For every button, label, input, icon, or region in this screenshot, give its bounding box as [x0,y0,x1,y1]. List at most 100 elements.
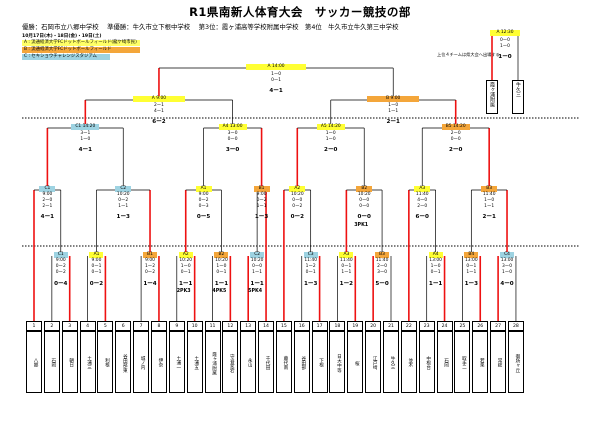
match-header: A 9:00 [132,96,185,102]
match-header: A 14:00 [246,64,307,70]
team-number: 12 [222,321,239,331]
team-number: 3 [61,321,78,331]
match-score: 1ー1 [179,281,193,287]
match-header: B4 [464,252,479,258]
match-header: B2 [214,252,229,258]
match-score: 0ー2 [290,214,304,220]
match-period-2: 1ー1 [466,270,477,275]
match-period-2: 0ー0 [227,137,238,142]
team-name: 牛久三 [383,331,399,393]
team-name: 御所ヶ丘 [507,331,524,393]
team-number: 5 [97,321,114,331]
match-header: B2 [356,186,373,192]
match-score: 4ー1 [269,88,283,94]
team-name: 土浦一 [168,331,185,393]
tournament-dates: 10月17日(木)・18日(金)・19日(土) [22,34,102,39]
match-header: B3 [481,186,498,192]
match-score: 0ー5 [196,214,211,220]
match-score: 1ー4 [143,281,157,287]
match-score: 6ー0 [415,214,429,220]
team-number: 26 [472,321,489,331]
third-place-team-name: 霞ヶ浦附属 [489,82,495,107]
match-period-2: 1ー0 [500,44,510,49]
match-score: 2ー0 [449,147,463,153]
match-time: 11:40 [304,258,317,263]
match-period-1: 0ー0 [359,198,370,203]
match-period-1: 4ー0 [417,198,428,203]
match-period-1: 3ー1 [80,131,91,136]
match-period-1: 3ー0 [502,264,512,269]
match-score: 4ー0 [500,281,514,287]
third-place-team-name: 牛久三 [515,82,521,97]
team-number: 4 [79,321,96,331]
match-header: A4 [428,252,443,258]
match-period-2: 1ー1 [252,270,263,275]
pk-score: 5PK4 [248,289,263,294]
match-score: 1ー1 [214,281,229,287]
team-name: 中根台 [418,331,435,393]
match-header: B1 [143,252,158,258]
match-score: 0ー2 [89,281,104,287]
team-number: 18 [329,321,346,331]
team-name: 日大中等 [329,331,346,393]
match-time: 9:00 [256,192,267,197]
match-period-1: 1ー2 [145,264,155,269]
match-header: A1 [195,186,212,192]
venue-legend-b: B : 流通経済大学FCドットボールフィールド [22,47,140,53]
match-time: 10:20 [250,258,264,263]
team-name: 朝日 [61,331,78,393]
match-header: C1 14:20 [71,124,100,130]
team-name: 永山 [240,331,257,393]
match-period-1: 1ー0 [484,198,495,203]
team-name: 桜 [347,331,364,393]
match-score: 4ー1 [40,214,55,220]
match-header: C3 [303,252,318,258]
team-number: 27 [490,321,507,331]
team-name: 千代田 [258,331,275,393]
match-period-1: 2ー1 [153,103,164,108]
team-name: 八郷 [26,331,42,393]
team-name: 石岡 [436,331,453,393]
team-name: 土浦五 [186,331,203,393]
team-name: 常総 [490,331,507,393]
team-name: 利根 [97,331,114,393]
match-score: 0ー0 [357,214,371,220]
team-name: 下根 [311,331,328,393]
match-period-2: 3ー0 [377,270,388,275]
team-number: 24 [436,321,453,331]
match-time: 9:00 [91,258,102,263]
match-period-1: 1ー0 [430,264,441,269]
match-period-2: 1ー1 [484,204,495,209]
match-period-2: 1ー0 [502,270,512,275]
match-period-1: 2ー0 [377,264,388,269]
match-header: A5 14:20 [316,124,345,130]
match-score: 2ー0 [324,147,338,153]
pk-score: 4PK5 [212,289,227,294]
match-score: 4ー1 [78,147,92,153]
match-header: A3 [414,186,431,192]
match-period-2: 1ー1 [341,270,352,275]
match-header: C2 [250,252,265,258]
match-period-2: 0ー1 [91,270,102,275]
team-name: 土浦三 [79,331,96,393]
match-score: 1ー1 [428,281,443,287]
team-number: 25 [454,321,471,331]
match-score: 6ー2 [152,119,166,125]
match-time: 10:20 [215,258,228,263]
match-period-1: 1ー0 [180,264,191,269]
match-time: 9:00 [42,192,53,197]
team-name: 若栗 [472,331,489,393]
match-time: 11:40 [482,192,496,197]
match-period-2: 2ー0 [417,204,428,209]
match-period-1: 0ー2 [256,198,267,203]
match-score: 1ー3 [303,281,318,287]
team-name: 江戸崎 [365,331,382,393]
match-period-2: 1ー1 [118,204,129,209]
match-header: C2 [115,186,132,192]
team-number: 6 [115,321,132,331]
match-time: 11:40 [415,192,429,197]
team-name: 霞ヶ浦附属 [204,331,221,393]
match-period-2: 0ー1 [180,270,191,275]
match-period-1: 3ー0 [227,131,238,136]
match-header: C4 [500,252,515,258]
